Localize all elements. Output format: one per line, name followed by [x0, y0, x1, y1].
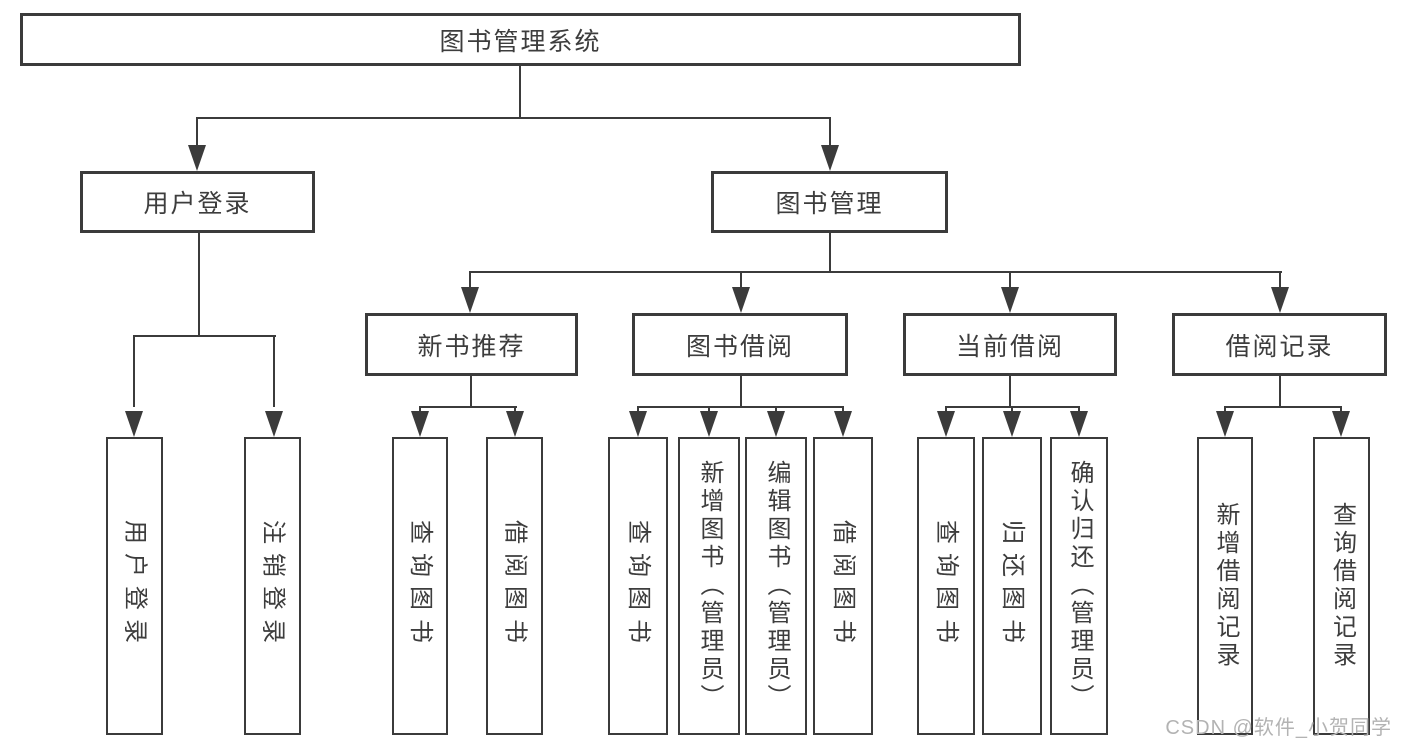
leaf-return-books: 归还图书	[982, 437, 1042, 735]
edge-book-borrowing-rail	[637, 406, 844, 408]
arrowhead-leaf-icon	[1332, 411, 1350, 437]
node-user-login-label: 用户登录	[143, 190, 252, 218]
edge-drop-leaf-logout	[273, 335, 275, 407]
node-current-borrowing: 当前借阅	[903, 313, 1117, 376]
arrowhead-leaf-logout-icon	[265, 411, 283, 437]
arrowhead-book-management-icon	[821, 145, 839, 171]
edge-drop-book-management	[829, 117, 831, 149]
leaf-confirm-return-admin-label: 确认归还（管理员）	[1066, 460, 1093, 712]
node-book-management: 图书管理	[711, 171, 948, 233]
node-current-borrowing-label: 当前借阅	[955, 332, 1064, 361]
arrowhead-book-borrowing-icon	[732, 287, 750, 313]
arrowhead-user-login-icon	[188, 145, 206, 171]
arrowhead-leaf-icon	[1216, 411, 1234, 437]
arrowhead-leaf-icon	[411, 411, 429, 437]
edge-level2-rail	[196, 117, 831, 119]
arrowhead-current-borrowing-icon	[1001, 287, 1019, 313]
node-book-management-label: 图书管理	[775, 190, 884, 218]
node-book-borrowing: 图书借阅	[632, 313, 848, 376]
edge-new-book-recommend-rail	[419, 406, 517, 408]
arrowhead-leaf-user-login-icon	[125, 411, 143, 437]
csdn-watermark: CSDN @软件_小贺同学	[1165, 717, 1392, 739]
leaf-borrow-books-recommend-label: 借阅图书	[501, 520, 529, 652]
arrowhead-leaf-icon	[506, 411, 524, 437]
leaf-query-borrow-record-label: 查询借阅记录	[1328, 502, 1356, 670]
leaf-query-borrow-record: 查询借阅记录	[1313, 437, 1370, 735]
node-borrowing-records: 借阅记录	[1172, 313, 1387, 376]
arrowhead-leaf-icon	[834, 411, 852, 437]
edge-borrowing-records-stem	[1279, 376, 1281, 408]
node-new-book-recommend: 新书推荐	[365, 313, 578, 376]
node-book-borrowing-label: 图书借阅	[685, 332, 794, 361]
edge-drop-book-borrowing	[740, 271, 742, 291]
leaf-query-books-borrowing: 查询图书	[608, 437, 668, 735]
node-new-book-recommend-label: 新书推荐	[417, 332, 526, 361]
leaf-borrow-books: 借阅图书	[813, 437, 873, 735]
arrowhead-leaf-icon	[937, 411, 955, 437]
leaf-add-borrow-record-label: 新增借阅记录	[1212, 502, 1239, 670]
leaf-confirm-return-admin: 确认归还（管理员）	[1050, 437, 1108, 735]
edge-drop-user-login	[196, 117, 198, 149]
leaf-logout: 注销登录	[244, 437, 301, 735]
edge-user-login-rail	[133, 335, 276, 337]
leaf-add-book-admin: 新增图书（管理员）	[678, 437, 740, 735]
leaf-query-books-current: 查询图书	[917, 437, 975, 735]
node-user-login: 用户登录	[80, 171, 315, 233]
leaf-user-login-label: 用户登录	[121, 520, 149, 652]
edge-drop-new-book-recommend	[469, 271, 471, 291]
arrowhead-borrowing-records-icon	[1271, 287, 1289, 313]
leaf-edit-book-admin-label: 编辑图书（管理员）	[763, 460, 790, 712]
edge-drop-leaf-user-login	[133, 335, 135, 407]
arrowhead-new-book-recommend-icon	[461, 287, 479, 313]
edge-level3-rail	[469, 271, 1282, 273]
edge-drop-current-borrowing	[1009, 271, 1011, 291]
arrowhead-leaf-icon	[700, 411, 718, 437]
leaf-query-books-borrowing-label: 查询图书	[625, 520, 652, 652]
arrowhead-leaf-icon	[629, 411, 647, 437]
edge-user-login-stem	[198, 233, 200, 337]
edge-drop-borrowing-records	[1279, 271, 1281, 291]
edge-book-management-stem	[829, 233, 831, 273]
leaf-borrow-books-recommend: 借阅图书	[486, 437, 543, 735]
leaf-return-books-label: 归还图书	[999, 520, 1026, 652]
node-library-system-label: 图书管理系统	[439, 27, 602, 56]
arrowhead-leaf-icon	[1070, 411, 1088, 437]
leaf-add-book-admin-label: 新增图书（管理员）	[696, 460, 723, 712]
edge-book-borrowing-stem	[740, 376, 742, 408]
leaf-edit-book-admin: 编辑图书（管理员）	[745, 437, 807, 735]
leaf-borrow-books-label: 借阅图书	[830, 520, 857, 652]
leaf-query-books-recommend-label: 查询图书	[407, 520, 434, 652]
leaf-query-books-current-label: 查询图书	[933, 520, 960, 652]
node-library-system: 图书管理系统	[20, 13, 1021, 66]
arrowhead-leaf-icon	[1003, 411, 1021, 437]
leaf-add-borrow-record: 新增借阅记录	[1197, 437, 1253, 735]
leaf-logout-label: 注销登录	[259, 520, 287, 652]
leaf-user-login: 用户登录	[106, 437, 163, 735]
arrowhead-leaf-icon	[767, 411, 785, 437]
leaf-query-books-recommend: 查询图书	[392, 437, 448, 735]
edge-borrowing-records-rail	[1224, 406, 1342, 408]
edge-current-borrowing-stem	[1009, 376, 1011, 408]
edge-new-book-recommend-stem	[470, 376, 472, 408]
edge-root-stem	[519, 66, 521, 119]
node-borrowing-records-label: 借阅记录	[1225, 332, 1334, 361]
